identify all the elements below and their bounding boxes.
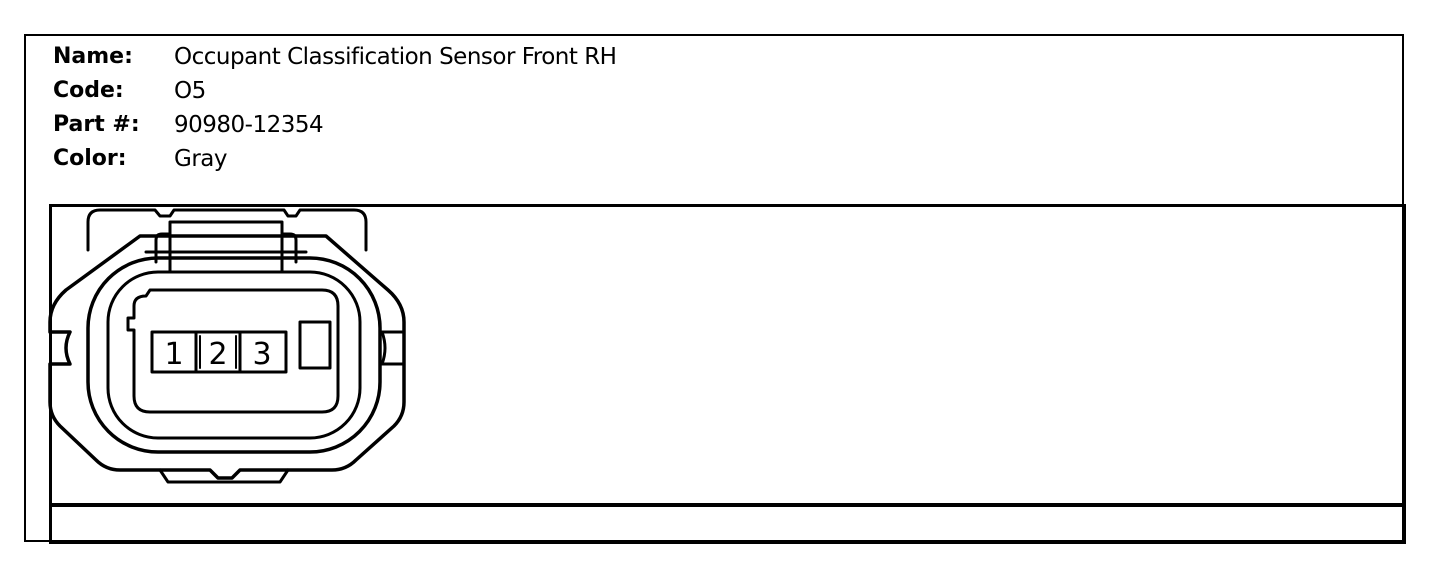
connector-outer-body xyxy=(48,234,406,480)
connector-cavity-face xyxy=(126,288,340,414)
name-value: Occupant Classification Sensor Front RH xyxy=(174,44,617,70)
diagram-footer-divider xyxy=(49,503,1406,507)
connector-bottom-foot xyxy=(158,468,290,484)
connector-inner-ring xyxy=(86,256,382,454)
connector-right-latch xyxy=(380,330,406,366)
color-label: Color: xyxy=(53,146,127,171)
pin-label-3: 3 xyxy=(252,337,271,372)
color-value: Gray xyxy=(174,146,227,172)
connector-right-ear xyxy=(380,330,387,366)
pin-label-2: 2 xyxy=(208,337,227,372)
part-label: Part #: xyxy=(53,112,140,137)
connector-cavity-ring xyxy=(106,270,362,440)
connector-key-notch xyxy=(298,320,332,370)
pin-label-1: 1 xyxy=(164,337,183,372)
code-label: Code: xyxy=(53,78,124,103)
connector-top-housing xyxy=(86,208,368,252)
code-value: O5 xyxy=(174,78,206,104)
pin-grid-frame xyxy=(150,330,288,374)
name-label: Name: xyxy=(53,44,133,69)
connector-lock-tab xyxy=(154,220,298,264)
part-value: 90980-12354 xyxy=(174,112,324,138)
